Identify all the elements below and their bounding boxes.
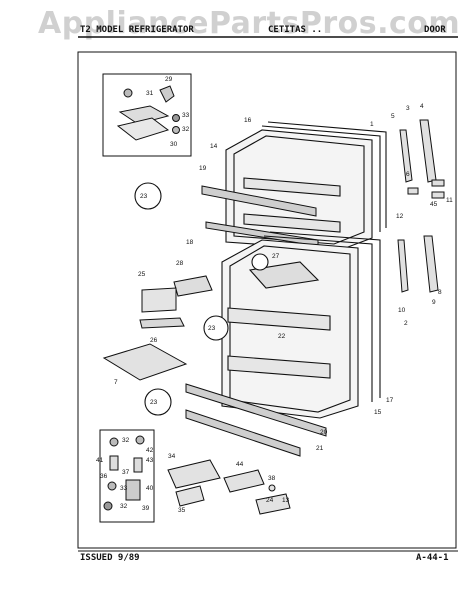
issue-date: ISSUED 9/89 <box>80 553 140 563</box>
bottom-hinge-inset <box>99 429 155 523</box>
callout-29: 29 <box>165 76 173 83</box>
callout-25: 25 <box>138 271 146 278</box>
site-watermark: AppliancePartsPros.com <box>38 6 458 41</box>
callout-15: 15 <box>374 409 382 416</box>
side-straps <box>397 119 445 293</box>
callout-32: 32 <box>120 503 128 510</box>
callout-7: 7 <box>114 379 118 386</box>
callout-10: 10 <box>398 307 406 314</box>
callout-45: 45 <box>430 201 438 208</box>
callout-33: 33 <box>182 112 190 119</box>
callout-36: 36 <box>100 473 108 480</box>
bottom-bars <box>185 383 327 457</box>
callout-23: 23 <box>140 193 148 200</box>
callout-3: 3 <box>406 105 410 112</box>
callout-24: 24 <box>266 497 274 504</box>
callout-32: 32 <box>182 126 190 133</box>
freezer-door <box>225 121 387 251</box>
callout-21: 21 <box>316 445 324 452</box>
callout-4: 4 <box>420 103 424 110</box>
callout-23: 23 <box>150 399 158 406</box>
callout-labels: 29 31 33 32 30 16 14 1 5 3 4 19 23 18 6 … <box>96 76 453 514</box>
callout-43: 43 <box>146 457 154 464</box>
callout-9: 9 <box>432 299 436 306</box>
callout-2: 2 <box>404 320 408 327</box>
callout-44: 44 <box>236 461 244 468</box>
header-section: CETITAS .. <box>268 25 323 35</box>
callout-26: 26 <box>150 337 158 344</box>
callout-13: 13 <box>282 497 290 504</box>
callout-23: 23 <box>208 325 216 332</box>
callout-30: 30 <box>170 141 178 148</box>
callout-31: 31 <box>146 90 154 97</box>
loose-parts <box>102 275 213 381</box>
callout-34: 34 <box>168 453 176 460</box>
callout-39: 39 <box>142 505 150 512</box>
callout-42: 42 <box>146 447 154 454</box>
callout-19: 19 <box>199 165 207 172</box>
callout-17: 17 <box>386 397 394 404</box>
header-door-label: DOOR <box>424 25 446 35</box>
callout-27: 27 <box>272 253 280 260</box>
callout-11: 11 <box>446 197 453 204</box>
callout-18: 18 <box>186 239 194 246</box>
callout-5: 5 <box>391 113 395 120</box>
callout-12: 12 <box>396 213 404 220</box>
hinge-brackets <box>167 459 291 515</box>
callout-35: 35 <box>178 507 186 514</box>
header-model-title: T2 MODEL REFRIGERATOR <box>80 25 194 35</box>
callout-20: 20 <box>320 429 328 436</box>
callout-41: 41 <box>96 457 104 464</box>
callout-8: 8 <box>438 289 442 296</box>
callout-37: 37 <box>122 469 130 476</box>
callout-1: 1 <box>370 121 374 128</box>
callout-16: 16 <box>244 117 252 124</box>
callout-28: 28 <box>176 260 184 267</box>
detail-magnifiers <box>134 182 269 416</box>
fresh-food-door <box>221 231 381 419</box>
callout-32: 32 <box>122 437 130 444</box>
callout-6: 6 <box>406 171 410 178</box>
callout-40: 40 <box>146 485 154 492</box>
callout-33: 33 <box>120 485 128 492</box>
callout-14: 14 <box>210 143 218 150</box>
page-code: A-44-1 <box>416 553 449 563</box>
top-hinge-inset <box>102 73 192 157</box>
callout-22: 22 <box>278 333 286 340</box>
diagram-frame <box>77 51 457 549</box>
callout-38: 38 <box>268 475 276 482</box>
